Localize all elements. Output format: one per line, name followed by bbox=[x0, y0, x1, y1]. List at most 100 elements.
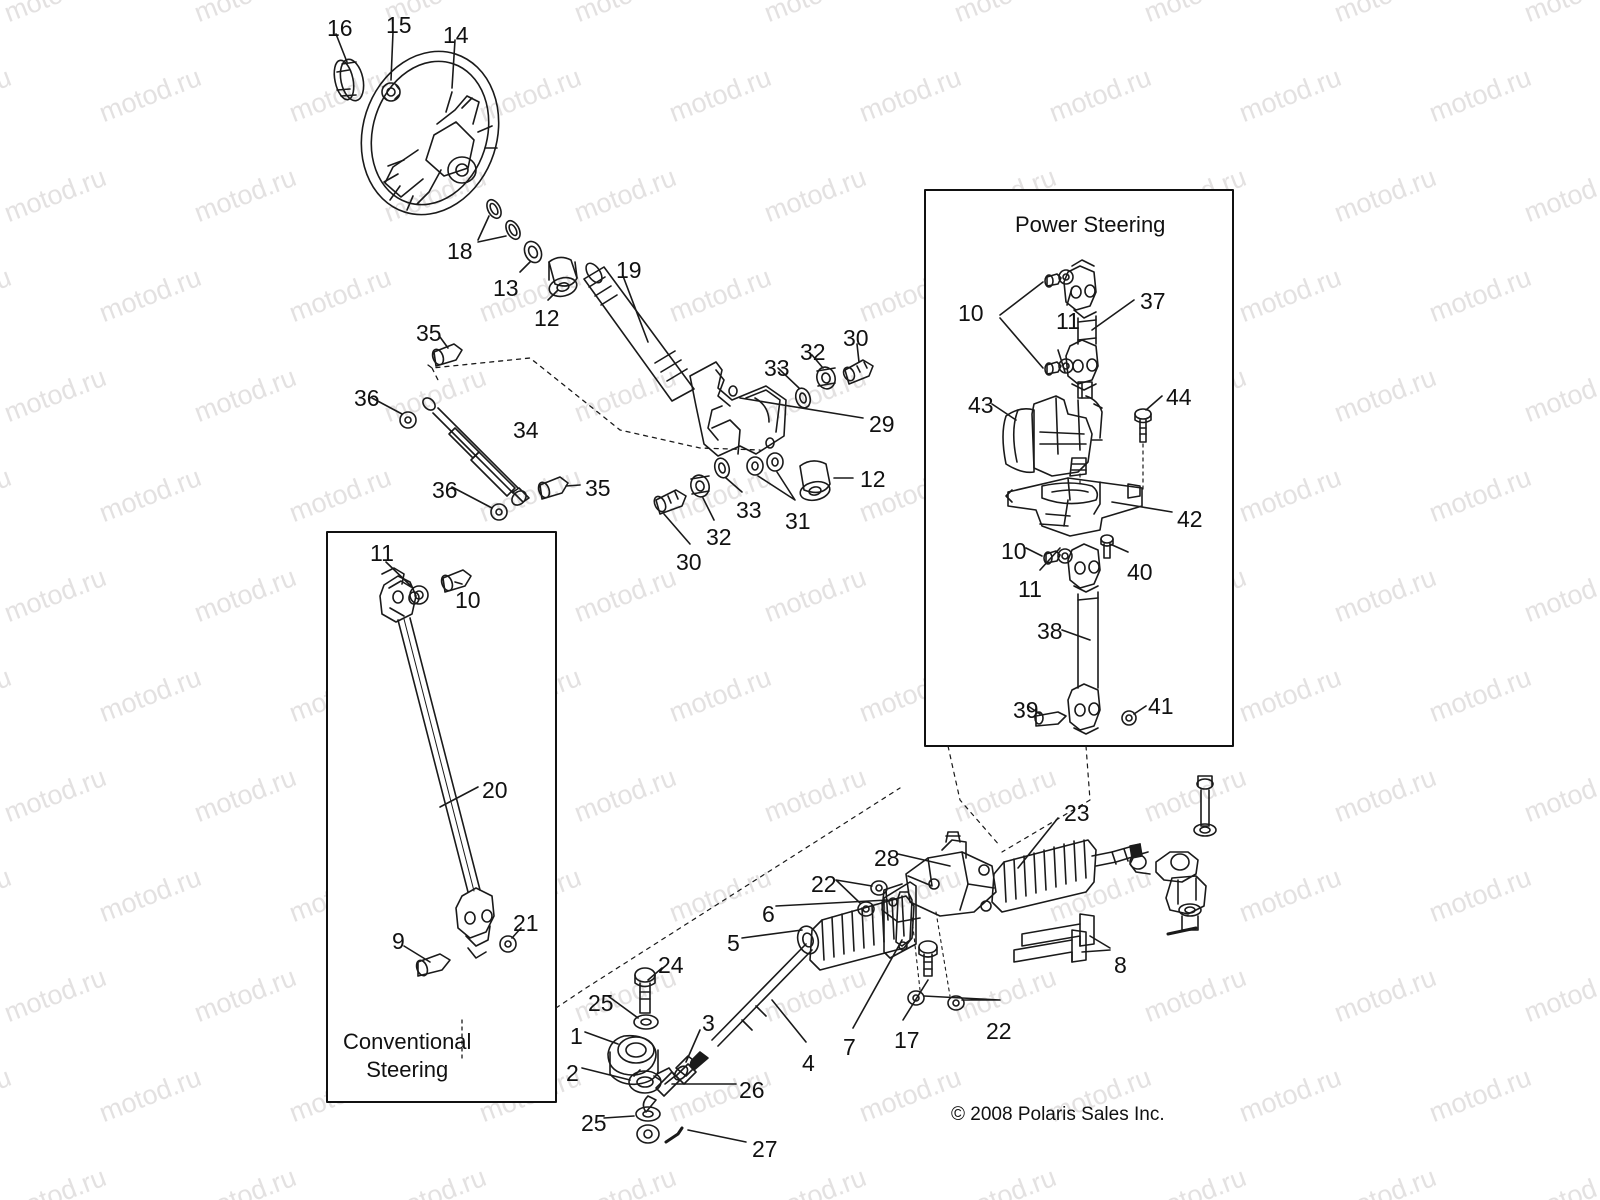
part-18-spacer bbox=[486, 198, 521, 241]
copyright-notice: © 2008 Polaris Sales Inc. bbox=[951, 1104, 1165, 1125]
callout-8: 8 bbox=[1114, 952, 1127, 978]
part-32-bushing-lower bbox=[690, 474, 710, 498]
part-11-nut-conventional bbox=[409, 585, 429, 605]
part-16-center-cap bbox=[333, 58, 365, 102]
part-27-cotter-pin bbox=[636, 1124, 684, 1144]
callout-3: 3 bbox=[702, 1010, 715, 1036]
callout-7: 7 bbox=[843, 1034, 856, 1060]
part-10-bolt-conventional bbox=[440, 569, 472, 593]
right-knuckle-assembly bbox=[1129, 775, 1217, 936]
callout-40: 40 bbox=[1127, 559, 1153, 585]
part-12-bushing-right bbox=[799, 460, 831, 502]
part-40-bracket-bolt bbox=[1100, 534, 1114, 559]
callout-39: 39 bbox=[1013, 697, 1039, 723]
callout-43: 43 bbox=[968, 392, 994, 418]
callout-37: 37 bbox=[1140, 288, 1166, 314]
leader-9 bbox=[403, 945, 431, 963]
leader-5 bbox=[741, 929, 803, 939]
leader-11c bbox=[1039, 547, 1061, 571]
callout-12: 12 bbox=[534, 305, 560, 331]
part-11-nut-ps-joint bbox=[1057, 548, 1073, 564]
callout-42: 42 bbox=[1177, 506, 1203, 532]
power-steering-panel-title: Power Steering bbox=[1015, 212, 1166, 237]
callout-16: 16 bbox=[327, 15, 353, 41]
part-23-rack-boot-right bbox=[991, 839, 1097, 913]
callout-33: 33 bbox=[764, 355, 790, 381]
part-9-pinch-bolt bbox=[415, 953, 451, 977]
leader-14 bbox=[451, 39, 456, 89]
leader-27 bbox=[687, 1129, 747, 1143]
leader-12a bbox=[547, 289, 559, 301]
callout-27: 27 bbox=[752, 1136, 778, 1162]
leader-42 bbox=[1111, 501, 1173, 513]
callout-22: 22 bbox=[986, 1018, 1012, 1044]
callout-11: 11 bbox=[1056, 308, 1080, 334]
leader-18 bbox=[477, 215, 507, 243]
part-22-nut-c bbox=[907, 990, 925, 1006]
leader-44 bbox=[1145, 395, 1163, 411]
callout-32: 32 bbox=[800, 339, 826, 365]
leader-40 bbox=[1109, 543, 1129, 553]
callout-21: 21 bbox=[513, 910, 539, 936]
leader-36a bbox=[371, 397, 403, 415]
part-34-gas-spring bbox=[422, 397, 530, 506]
leader-4 bbox=[771, 999, 807, 1043]
leader-17 bbox=[902, 979, 929, 1021]
part-36-nut-upper bbox=[399, 411, 417, 429]
callout-36: 36 bbox=[354, 385, 380, 411]
ps-to-rack-dotted-2 bbox=[947, 745, 1001, 847]
leader-19 bbox=[622, 275, 649, 343]
part-25-washer-lower bbox=[635, 1106, 661, 1122]
part-12-bushing-upper bbox=[548, 256, 578, 298]
leader-20 bbox=[439, 786, 479, 808]
part-24-castle-nut bbox=[634, 967, 656, 1014]
leader-10b bbox=[999, 281, 1044, 369]
callout-36: 36 bbox=[432, 477, 458, 503]
leader-31 bbox=[757, 471, 796, 501]
leader-22a bbox=[835, 879, 873, 904]
callout-34: 34 bbox=[513, 417, 539, 443]
part-30-bolt-upper bbox=[842, 359, 874, 385]
part-38-lower-u-joint-shaft bbox=[1067, 543, 1101, 735]
part-32-bushing-upper bbox=[816, 366, 836, 390]
callout-31: 31 bbox=[785, 508, 811, 534]
callout-14: 14 bbox=[443, 22, 469, 48]
callout-29: 29 bbox=[869, 411, 895, 437]
part-33-washer-upper bbox=[794, 387, 812, 409]
callout-6: 6 bbox=[762, 901, 775, 927]
callout-2: 2 bbox=[566, 1060, 579, 1086]
part-41-joint-nut bbox=[1121, 710, 1137, 726]
part-17-rack-bolt bbox=[918, 940, 938, 977]
callout-17: 17 bbox=[894, 1027, 920, 1053]
leader-22b bbox=[923, 995, 1001, 1001]
part-30-bolt-lower bbox=[653, 489, 687, 515]
callout-13: 13 bbox=[493, 275, 519, 301]
callout-5: 5 bbox=[727, 930, 740, 956]
dotted-22 bbox=[911, 911, 951, 997]
callout-12: 12 bbox=[860, 466, 886, 492]
callout-30: 30 bbox=[676, 549, 702, 575]
leader-24 bbox=[647, 967, 663, 981]
callout-11: 11 bbox=[370, 540, 394, 566]
part-14-steering-wheel bbox=[360, 50, 500, 216]
conventional-steering-panel-border bbox=[326, 531, 557, 1103]
conventional-to-rack-dotted bbox=[555, 787, 901, 1009]
leader-25b bbox=[603, 1115, 635, 1119]
part-31-nut bbox=[746, 452, 784, 476]
conventional-title-line2: Steering bbox=[366, 1056, 449, 1082]
leader-6 bbox=[775, 899, 889, 907]
callout-22: 22 bbox=[811, 871, 837, 897]
callout-19: 19 bbox=[616, 257, 642, 283]
callout-30: 30 bbox=[843, 325, 869, 351]
leader-30a bbox=[856, 343, 860, 363]
callout-32: 32 bbox=[706, 524, 732, 550]
part-3-jam-nut bbox=[673, 1055, 699, 1081]
part-43-eps-motor-unit bbox=[1002, 381, 1103, 477]
conventional-title-line1: Conventional bbox=[343, 1029, 472, 1054]
leader-38 bbox=[1061, 629, 1091, 641]
leader-21 bbox=[511, 927, 522, 939]
part-8-mounting-bolt-upper bbox=[1021, 913, 1095, 947]
callout-18: 18 bbox=[447, 238, 473, 264]
part-2-ball-joint bbox=[628, 1067, 676, 1094]
